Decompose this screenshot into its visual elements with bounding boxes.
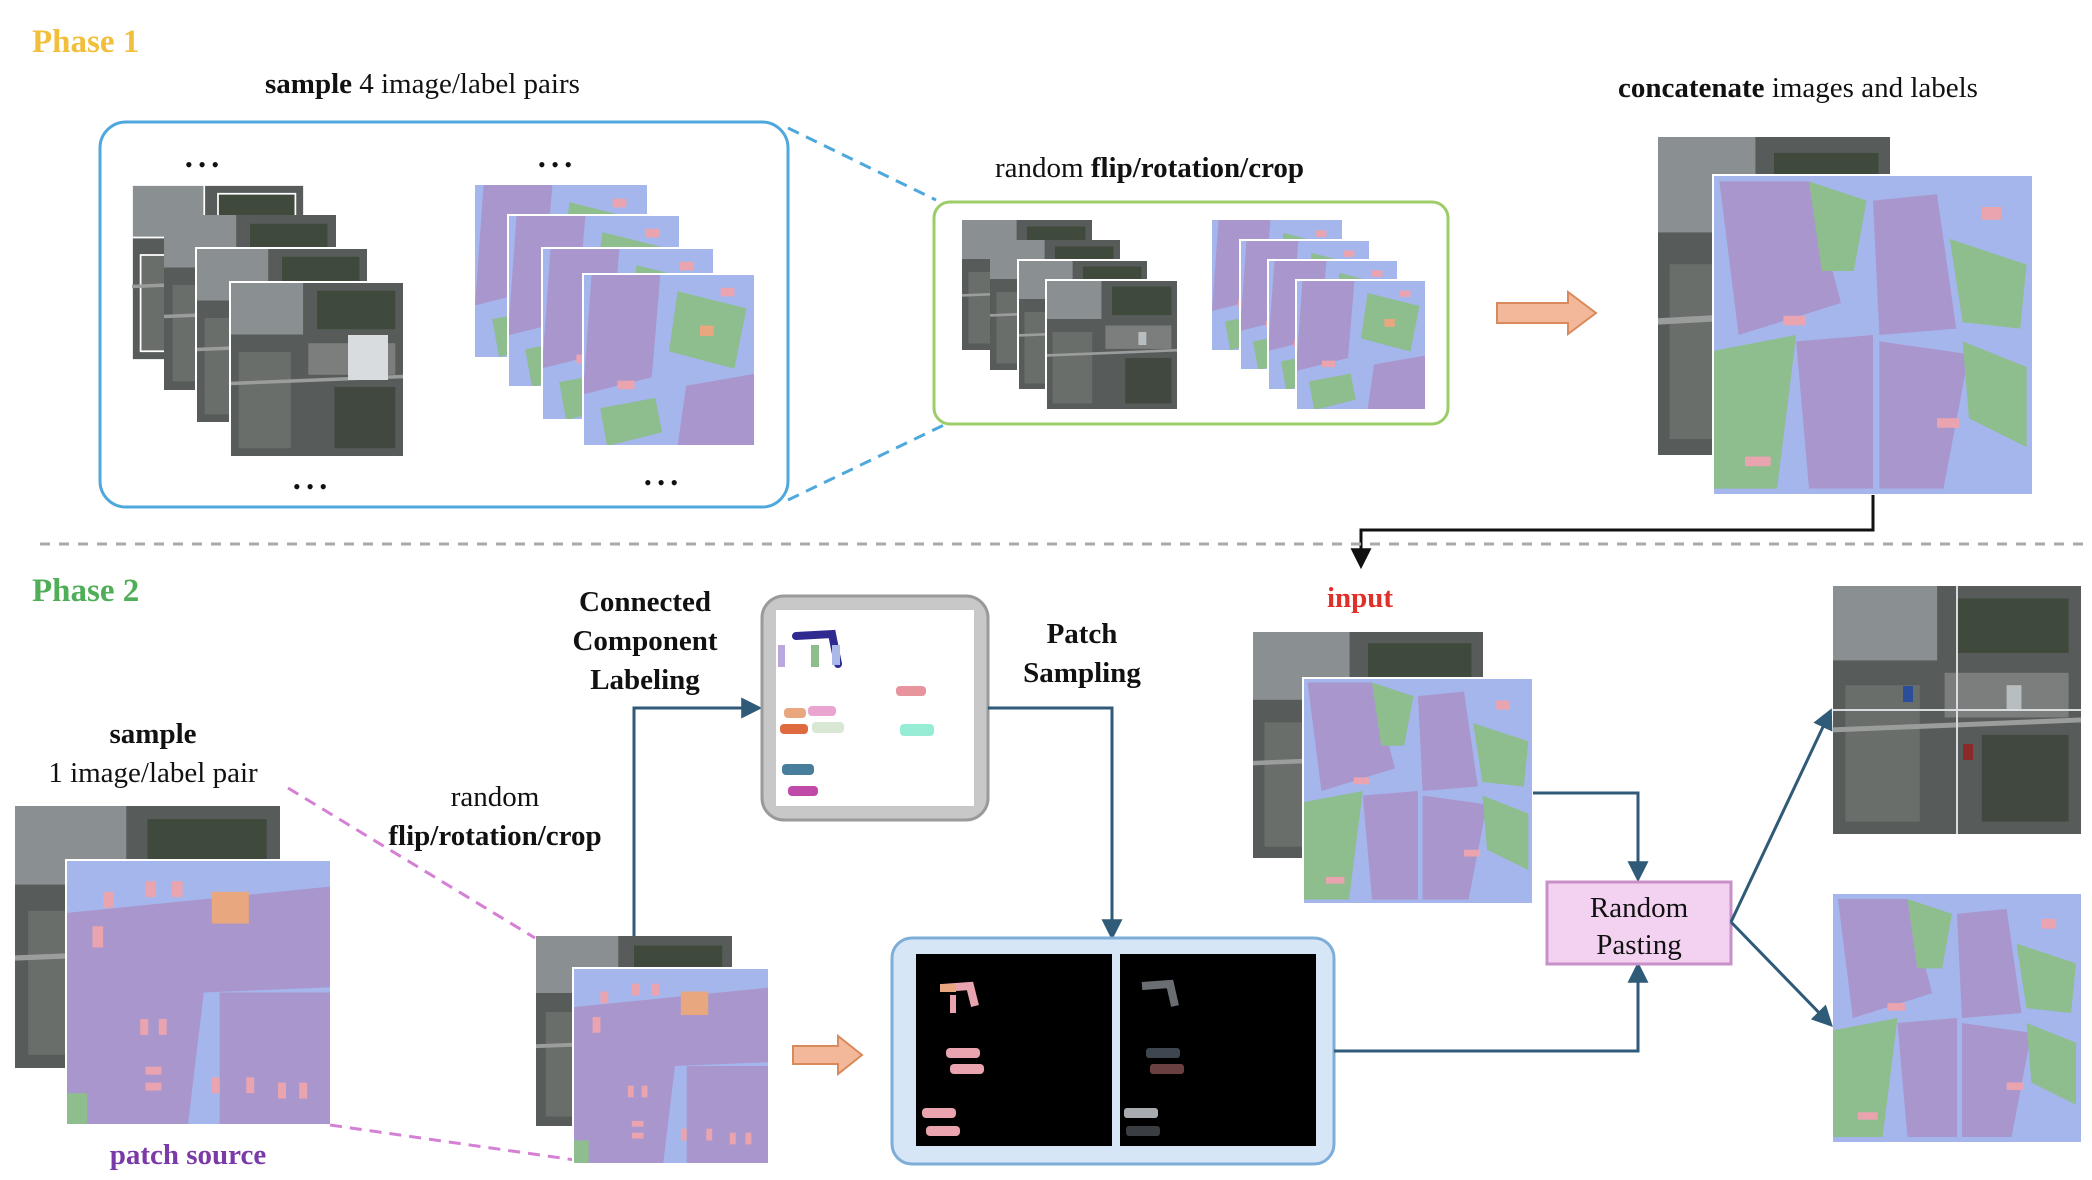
concatenated-output bbox=[1658, 137, 2034, 496]
random-pasting-line2: Pasting bbox=[1596, 929, 1681, 961]
ccl-label-line1: Connected bbox=[579, 586, 711, 618]
ccl-to-patches-arrow bbox=[988, 706, 1123, 941]
random-pasting-line1: Random bbox=[1590, 892, 1689, 924]
phase2-augment-line1: random bbox=[451, 781, 540, 813]
phase2-arrow-to-patches bbox=[792, 1033, 864, 1077]
zoom-connector-top bbox=[787, 126, 937, 202]
pasting-to-output-image-arrow bbox=[1729, 708, 1833, 923]
ellipsis-bottom-right: • • • bbox=[644, 470, 678, 495]
sampled-patches-box bbox=[890, 936, 1336, 1166]
source-pair bbox=[15, 806, 332, 1126]
input-to-pasting-arrow bbox=[1533, 791, 1649, 883]
patch-sampling-line1: Patch bbox=[1047, 618, 1118, 650]
phase2-sample-caption-line1: sample bbox=[110, 718, 197, 750]
input-label: input bbox=[1327, 582, 1393, 614]
augmented-source-pair bbox=[534, 934, 770, 1165]
ccl-label-line3: Labeling bbox=[590, 664, 700, 696]
pasting-to-output-label-arrow bbox=[1729, 920, 1833, 1028]
sampled-images-stack bbox=[130, 183, 406, 459]
ellipsis-bottom-left: • • • bbox=[293, 474, 327, 499]
output-label bbox=[1833, 894, 2081, 1142]
augmented-labels-stack bbox=[1212, 220, 1427, 411]
source-connector-top bbox=[287, 786, 536, 940]
augmentation-box bbox=[932, 200, 1450, 426]
ccl-label-line2: Component bbox=[572, 625, 717, 657]
output-image bbox=[1833, 586, 2081, 834]
source-connector-bottom bbox=[329, 1123, 576, 1162]
connected-components-box bbox=[760, 594, 990, 822]
phase1-sample-caption: sample 4 image/label pairs bbox=[265, 68, 580, 100]
phase2-augment-line2: flip/rotation/crop bbox=[388, 820, 601, 852]
ellipsis-top-left: • • • bbox=[185, 152, 219, 177]
phase1-augment-caption: random flip/rotation/crop bbox=[995, 152, 1304, 184]
sampled-labels-stack bbox=[475, 185, 756, 447]
sample-pairs-box bbox=[98, 120, 790, 509]
phase1-concat-caption: concatenate images and labels bbox=[1618, 72, 1978, 104]
svg-text:• • •: • • • bbox=[185, 152, 219, 177]
svg-text:• • •: • • • bbox=[538, 152, 572, 177]
input-pair bbox=[1253, 632, 1534, 905]
svg-text:• • •: • • • bbox=[293, 474, 327, 499]
patches-to-pasting-arrow bbox=[1334, 961, 1649, 1053]
phase2-title: Phase 2 bbox=[32, 573, 139, 609]
svg-text:• • •: • • • bbox=[644, 470, 678, 495]
patch-source-label: patch source bbox=[110, 1139, 267, 1171]
phase1-title: Phase 1 bbox=[32, 24, 139, 60]
concat-to-input-arrow bbox=[1350, 495, 1875, 570]
augment-to-ccl-arrow bbox=[632, 697, 763, 936]
patch-sampling-line2: Sampling bbox=[1023, 657, 1141, 689]
augmented-images-stack bbox=[960, 218, 1180, 412]
phase1-arrow-to-concat bbox=[1496, 290, 1598, 336]
zoom-connector-bottom bbox=[787, 422, 947, 502]
ellipsis-top-right: • • • bbox=[538, 152, 572, 177]
phase2-sample-caption-line2: 1 image/label pair bbox=[48, 757, 258, 789]
